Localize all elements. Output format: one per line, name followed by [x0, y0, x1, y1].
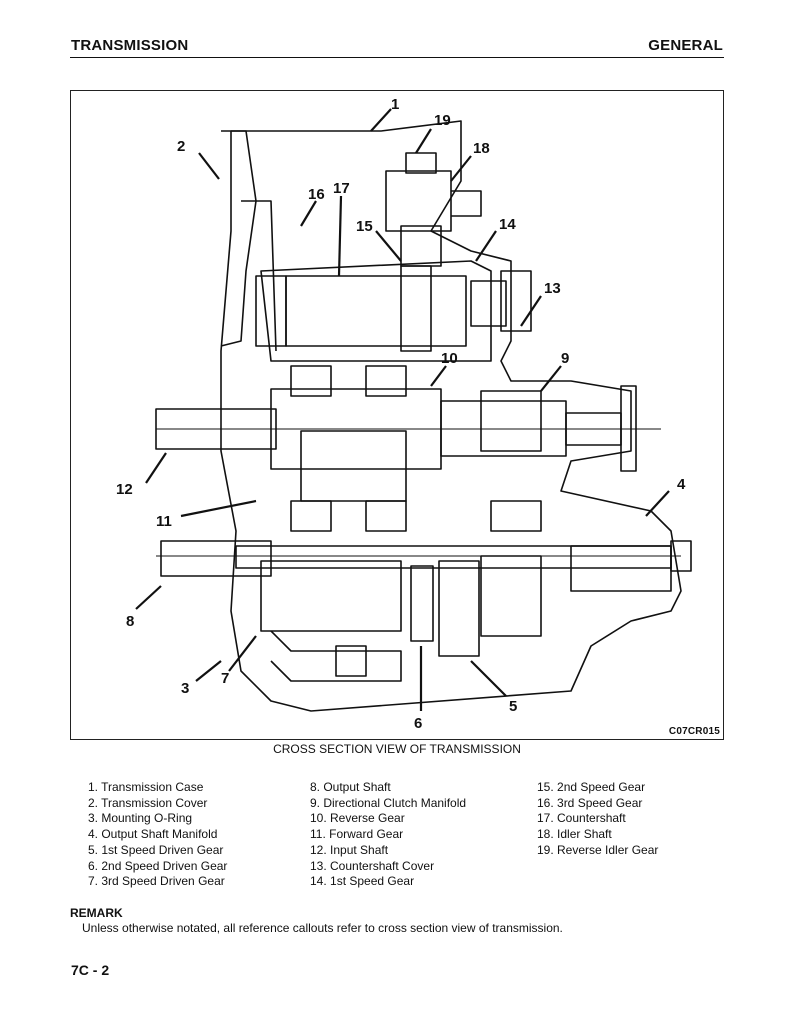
legend-item: 11. Forward Gear: [310, 827, 404, 842]
callout-18: 18: [473, 140, 490, 157]
legend-item: 13. Countershaft Cover: [310, 858, 435, 873]
callout-3: 3: [181, 680, 189, 697]
callout-11: 11: [156, 513, 172, 530]
callout-8: 8: [126, 613, 134, 630]
callout-15: 15: [356, 218, 373, 235]
legend-column-2: 8. Output Shaft 9. Directional Clutch Ma…: [310, 780, 466, 890]
header-chapter-title: GENERAL: [648, 37, 723, 54]
legend-item: 18. Idler Shaft: [537, 827, 612, 842]
legend-item: 12. Input Shaft: [310, 842, 389, 857]
callout-10: 10: [441, 350, 458, 367]
legend-item: 8. Output Shaft: [310, 780, 391, 794]
callout-14: 14: [499, 216, 516, 233]
legend-item: 7. 3rd Speed Driven Gear: [88, 874, 225, 889]
transmission-cross-section-drawing: 1 2 3 4 5 6 7 8 9 10 11 12 13 14 15 16 1…: [116, 96, 692, 732]
legend-item: 16. 3rd Speed Gear: [537, 795, 643, 810]
legend-column-1: 1. Transmission Case 2. Transmission Cov…: [88, 780, 227, 890]
callout-6: 6: [414, 715, 422, 732]
callout-17: 17: [333, 180, 350, 197]
legend-item: 19. Reverse Idler Gear: [537, 842, 659, 857]
callout-12: 12: [116, 481, 133, 498]
figure-caption: CROSS SECTION VIEW OF TRANSMISSION: [273, 742, 521, 756]
page-number: 7C - 2: [71, 962, 110, 978]
legend-item: 4. Output Shaft Manifold: [88, 827, 218, 842]
header-section-title: TRANSMISSION: [71, 37, 189, 54]
callout-9: 9: [561, 350, 569, 367]
callout-16: 16: [308, 186, 325, 203]
legend-item: 3. Mounting O-Ring: [88, 811, 193, 826]
legend-item: 15. 2nd Speed Gear: [537, 780, 646, 794]
figure-code: C07CR015: [668, 726, 720, 737]
callout-4: 4: [677, 476, 686, 493]
legend-item: 9. Directional Clutch Manifold: [310, 795, 467, 810]
callout-5: 5: [509, 698, 517, 715]
callout-2: 2: [177, 138, 185, 155]
legend-item: 17. Countershaft: [537, 811, 626, 826]
remark-heading: REMARK: [70, 906, 123, 920]
legend-column-3: 15. 2nd Speed Gear 16. 3rd Speed Gear 17…: [537, 780, 658, 859]
callout-13: 13: [544, 280, 561, 297]
legend-item: 5. 1st Speed Driven Gear: [88, 842, 224, 857]
remark-text: Unless otherwise notated, all reference …: [82, 921, 563, 935]
callout-1: 1: [391, 96, 399, 113]
header-rule: [70, 57, 724, 58]
callout-7: 7: [221, 670, 229, 687]
figure-callouts: 1 2 3 4 5 6 7 8 9 10 11 12 13 14 15 16 1…: [116, 96, 686, 732]
legend-item: 10. Reverse Gear: [310, 811, 405, 826]
cross-section-figure: 1 2 3 4 5 6 7 8 9 10 11 12 13 14 15 16 1…: [70, 90, 724, 740]
legend-item: 2. Transmission Cover: [88, 795, 208, 810]
legend-item: 6. 2nd Speed Driven Gear: [88, 858, 228, 873]
legend-item: 1. Transmission Case: [88, 780, 204, 794]
callout-19: 19: [434, 112, 451, 129]
legend-item: 14. 1st Speed Gear: [310, 874, 415, 889]
